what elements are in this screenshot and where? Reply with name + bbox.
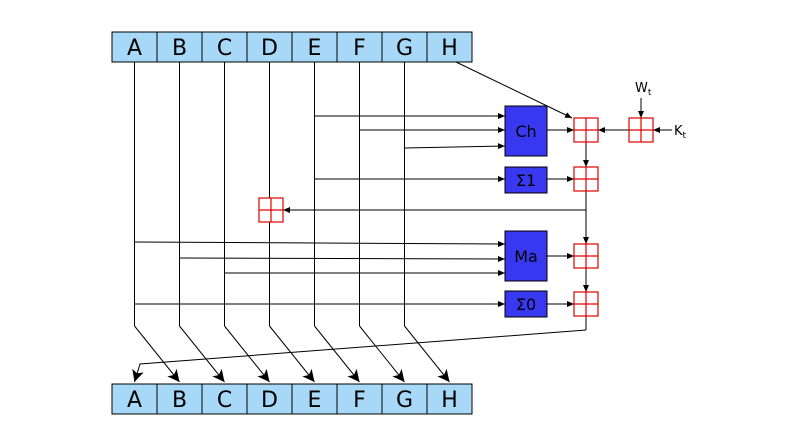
- register-label: G: [396, 388, 413, 413]
- register-bottom-e: E: [291, 383, 338, 415]
- register-top-c: C: [201, 31, 248, 63]
- wire-t-to-a: [132, 329, 587, 383]
- ma-function-box: Ma: [504, 230, 548, 282]
- w-input-label: Wt: [635, 81, 652, 98]
- register-label: G: [396, 36, 413, 61]
- wire-h-to-adder: [455, 61, 573, 119]
- register-label: D: [261, 388, 278, 413]
- register-label: A: [127, 36, 142, 61]
- register-bottom-c: C: [201, 383, 248, 415]
- wire-g-to-ch: [404, 143, 506, 150]
- register-top-a: A: [111, 31, 158, 63]
- adder-d: [258, 197, 284, 223]
- register-bottom-h: H: [426, 383, 473, 415]
- register-label: F: [353, 36, 366, 61]
- bottom-register-row: A B C D E F G H: [111, 383, 473, 415]
- register-bottom-f: F: [336, 383, 383, 415]
- adder-wk: [628, 117, 654, 143]
- ch-label: Ch: [515, 122, 536, 141]
- register-bottom-b: B: [156, 383, 203, 415]
- wire-f-to-g: [359, 325, 405, 383]
- wire-layer: [132, 61, 672, 383]
- register-bottom-d: D: [246, 383, 293, 415]
- register-label: F: [353, 388, 366, 413]
- register-label: H: [441, 388, 458, 413]
- register-label: H: [441, 36, 458, 61]
- adder-sigma0: [573, 291, 599, 317]
- register-top-d: D: [246, 31, 293, 63]
- wire-b-to-ma: [179, 255, 506, 262]
- sigma0-function-box: Σ0: [504, 290, 548, 318]
- adder-ch: [573, 117, 599, 143]
- register-bottom-a: A: [111, 383, 158, 415]
- register-label: C: [217, 388, 232, 413]
- wire-a-to-b: [134, 325, 180, 383]
- wire-g-to-h: [404, 325, 450, 383]
- register-top-e: E: [291, 31, 338, 63]
- top-register-row: A B C D E F G H: [111, 31, 473, 63]
- register-top-g: G: [381, 31, 428, 63]
- register-label: C: [217, 36, 232, 61]
- wire-a-to-ma: [134, 240, 506, 247]
- sigma1-function-box: Σ1: [504, 166, 548, 194]
- adder-layer: [258, 117, 654, 317]
- register-top-h: H: [426, 31, 473, 63]
- wire-b-to-c: [179, 325, 225, 383]
- register-label: A: [127, 388, 142, 413]
- sigma0-label: Σ0: [516, 295, 536, 314]
- register-label: E: [308, 388, 322, 413]
- wire-e-to-f: [314, 325, 360, 383]
- register-bottom-g: G: [381, 383, 428, 415]
- wire-c-to-d: [224, 325, 270, 383]
- wire-d-to-e: [269, 325, 315, 383]
- register-top-f: F: [336, 31, 383, 63]
- adder-ma: [573, 243, 599, 269]
- register-label: B: [172, 388, 187, 413]
- register-label: E: [308, 36, 322, 61]
- k-input-label: Kt: [674, 124, 687, 141]
- ma-label: Ma: [514, 247, 538, 266]
- register-label: B: [172, 36, 187, 61]
- register-top-b: B: [156, 31, 203, 63]
- ch-function-box: Ch: [504, 105, 548, 157]
- sigma1-label: Σ1: [516, 171, 536, 190]
- register-label: D: [261, 36, 278, 61]
- adder-sigma1: [573, 166, 599, 192]
